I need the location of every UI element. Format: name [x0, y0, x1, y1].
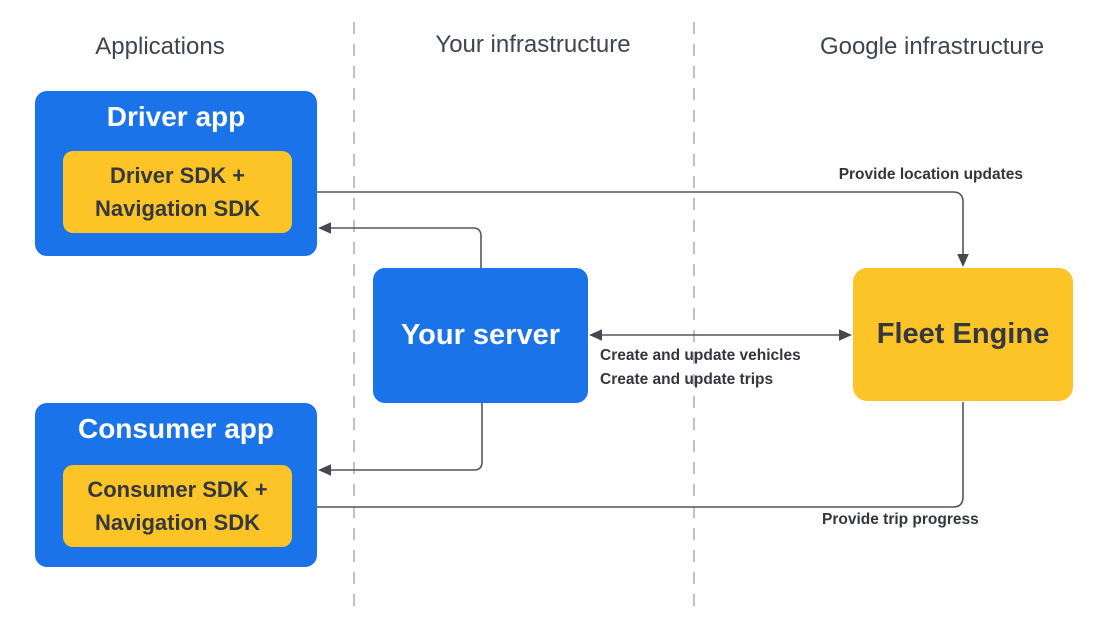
- arrow-fleet-to-consumer-sdk: [307, 402, 964, 508]
- consumer-sdk-line2: Navigation SDK: [94, 510, 261, 535]
- column-header-google-infrastructure: Google infrastructure: [819, 33, 1045, 60]
- edge-label-provide-location-updates: Provide location updates: [838, 166, 1023, 183]
- driver-sdk-line1: Driver SDK +: [109, 163, 246, 188]
- arrow-driver-to-fleet: [293, 191, 964, 255]
- your-server-title: Your server: [400, 319, 561, 351]
- edge-label-provide-trip-progress: Provide trip progress: [822, 511, 979, 528]
- fleet-engine-title: Fleet Engine: [876, 318, 1050, 350]
- arrowhead-left-your-server: [589, 329, 602, 341]
- node-consumer-app: Consumer app Consumer SDK + Navigation S…: [35, 403, 317, 567]
- consumer-sdk-line1: Consumer SDK +: [87, 477, 268, 502]
- arrow-server-to-consumer-app: [331, 403, 483, 471]
- column-header-your-infrastructure: Your infrastructure: [435, 31, 631, 58]
- driver-app-title: Driver app: [106, 101, 246, 132]
- column-header-applications: Applications: [95, 33, 225, 60]
- arrowhead-down-fleet-engine: [957, 254, 969, 267]
- node-consumer-sdk: Consumer SDK + Navigation SDK: [63, 465, 292, 547]
- edge-label-create-update-vehicles: Create and update vehicles: [600, 347, 801, 364]
- arrowhead-left-consumer-app: [318, 464, 331, 476]
- node-driver-app: Driver app Driver SDK + Navigation SDK: [35, 91, 317, 256]
- edge-label-create-update-trips: Create and update trips: [600, 371, 774, 388]
- node-fleet-engine: Fleet Engine: [853, 268, 1073, 401]
- arrowhead-left-driver-app: [318, 222, 331, 234]
- node-your-server: Your server: [373, 268, 588, 403]
- node-driver-sdk: Driver SDK + Navigation SDK: [63, 151, 292, 233]
- arrow-server-to-driver-app: [331, 227, 482, 268]
- driver-sdk-line2: Navigation SDK: [94, 196, 261, 221]
- consumer-app-title: Consumer app: [77, 413, 275, 444]
- arrowhead-right-fleet-engine: [839, 329, 852, 341]
